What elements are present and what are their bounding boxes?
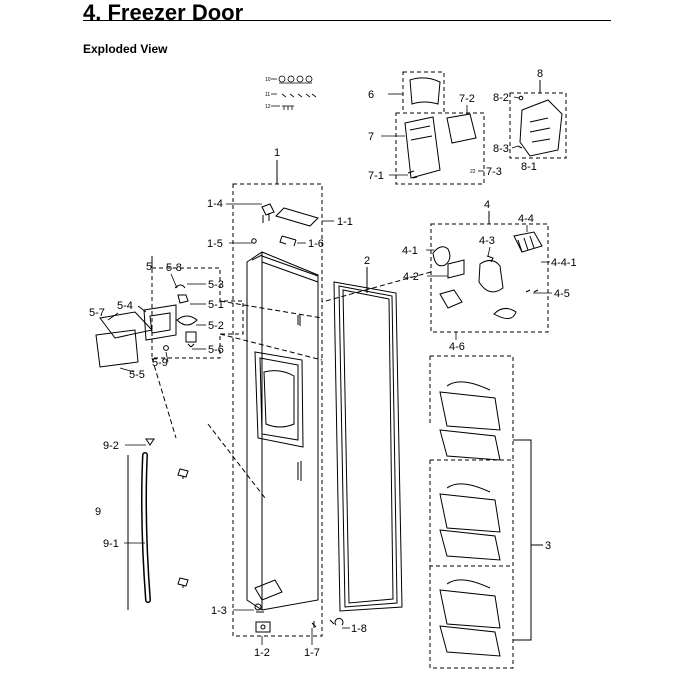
handle-projection-line xyxy=(207,423,266,499)
label-8: 8 xyxy=(537,68,543,80)
leader-3-bracket xyxy=(513,439,543,641)
label-8-3: 8-3 xyxy=(493,143,509,155)
label-4: 4 xyxy=(484,199,490,211)
dispenser-assembly-boundary xyxy=(151,267,244,359)
door-top-parts xyxy=(251,203,319,247)
part-8-boundary xyxy=(509,92,567,159)
section-title: Exploded View xyxy=(83,42,168,56)
label-1-5: 1-5 xyxy=(207,238,223,250)
leader-lines xyxy=(107,78,552,645)
label-1: 1 xyxy=(274,147,280,159)
label-4-4-1: 4-4-1 xyxy=(551,257,577,269)
label-1-8: 1-8 xyxy=(351,623,367,635)
door-assembly-boundary xyxy=(232,183,323,637)
label-1-6: 1-6 xyxy=(308,238,324,250)
part-6-boundary xyxy=(402,71,445,114)
label-12: 12 xyxy=(265,104,271,110)
label-4-4: 4-4 xyxy=(518,213,534,225)
label-5-7: 5-7 xyxy=(89,307,105,319)
label-11: 11 xyxy=(265,92,270,98)
door-handle xyxy=(127,438,189,610)
label-1-1: 1-1 xyxy=(337,216,353,228)
dispenser-parts xyxy=(95,284,198,368)
label-5: 5 xyxy=(146,261,152,273)
dispenser-projection-lines xyxy=(151,300,323,439)
part-4-boundary xyxy=(430,223,549,333)
label-10: 10 xyxy=(265,77,271,83)
label-9: 9 xyxy=(95,506,101,518)
label-4-5: 4-5 xyxy=(554,288,570,300)
part-7-module xyxy=(404,113,477,179)
part-7-boundary xyxy=(395,112,485,185)
label-1-2: 1-2 xyxy=(254,647,270,659)
label-7-3: 7-3 xyxy=(486,166,502,178)
door-gasket xyxy=(333,281,403,612)
bottom-hinge-parts xyxy=(254,579,344,633)
label-1-3: 1-3 xyxy=(211,605,227,617)
door-bins xyxy=(439,381,501,657)
part-6-cover xyxy=(409,77,441,105)
label-4-2: 4-2 xyxy=(403,271,419,283)
title-rule xyxy=(83,20,611,21)
label-7-1: 7-1 xyxy=(368,170,384,182)
label-9-1: 9-1 xyxy=(103,538,119,550)
icemaker-projection-line xyxy=(321,271,432,303)
label-1-4: 1-4 xyxy=(207,198,223,210)
part-8-module xyxy=(517,95,563,157)
label-5-8: 5-8 xyxy=(166,262,182,274)
label-8-2: 8-2 xyxy=(493,92,509,104)
label-7: 7 xyxy=(368,131,374,143)
callout-labels: 10 11 12 1 1-1 1-4 1-5 1-6 1-3 1-2 1-7 1… xyxy=(89,68,577,659)
label-8-1: 8-1 xyxy=(521,161,537,173)
label-5-9: 5-9 xyxy=(152,357,168,369)
label-9-2: 9-2 xyxy=(103,440,119,452)
label-4-1: 4-1 xyxy=(402,245,418,257)
label-4-3: 4-3 xyxy=(479,235,495,247)
screw-set xyxy=(278,75,317,110)
label-22: 22 xyxy=(470,169,476,175)
label-4-6: 4-6 xyxy=(449,341,465,353)
label-5-3: 5-3 xyxy=(208,279,224,291)
label-5-4: 5-4 xyxy=(117,300,133,312)
label-6: 6 xyxy=(368,89,374,101)
label-5-2: 5-2 xyxy=(208,320,224,332)
label-5-5: 5-5 xyxy=(129,369,145,381)
label-1-7: 1-7 xyxy=(304,647,320,659)
freezer-door-body xyxy=(246,251,319,611)
label-7-2: 7-2 xyxy=(459,93,475,105)
part-4-icemaker xyxy=(432,231,543,319)
label-3: 3 xyxy=(545,540,551,552)
label-5-1: 5-1 xyxy=(208,299,224,311)
label-5-6: 5-6 xyxy=(208,344,224,356)
label-2: 2 xyxy=(364,255,370,267)
